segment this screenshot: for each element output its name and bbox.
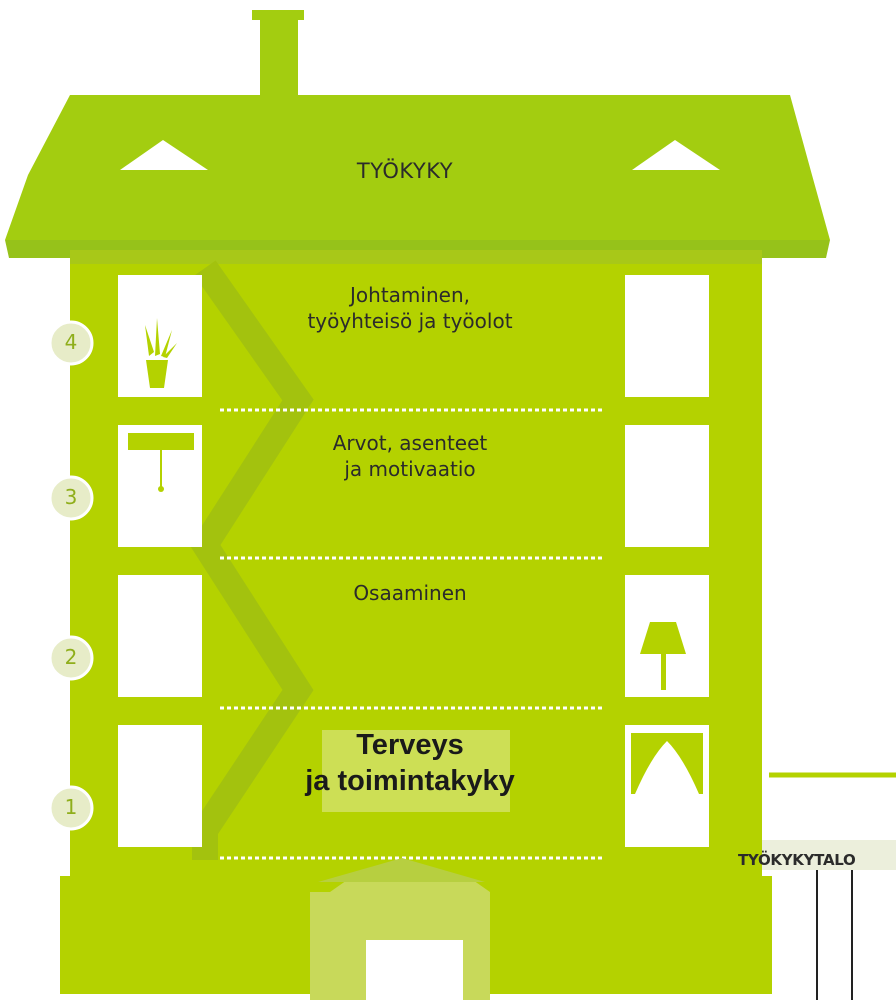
chimney-icon [252, 10, 304, 108]
floor-lamp-icon [640, 622, 686, 690]
plant-icon [145, 318, 177, 388]
floor-dividers [220, 408, 604, 860]
roof-title: TYÖKYKY [356, 159, 454, 183]
floor-number-1: 1 [64, 795, 78, 819]
floor-1-label: Terveys ja toimintakyky [250, 727, 570, 800]
floor-3-label-line: Arvot, asenteet [332, 431, 488, 455]
floor-1-label-line: Terveys [356, 729, 464, 761]
front-door [366, 940, 463, 1000]
floor-number-3: 3 [64, 485, 78, 509]
roof-window-icon [632, 140, 720, 170]
highlight-box [322, 730, 510, 812]
floor-2-label-line: Osaaminen [353, 581, 467, 605]
floor-4-label: Johtaminen, työyhteisö ja työolot [260, 282, 560, 334]
sign-label: TYÖKYKYTALO [738, 851, 856, 869]
floor-4-label-line: Johtaminen, [350, 283, 470, 307]
curtain-icon [631, 733, 703, 794]
floor-1-label-line: ja toimintakyky [305, 765, 515, 798]
floor-4-label-line: työyhteisö ja työolot [307, 309, 513, 333]
ceiling-lamp-icon [128, 433, 194, 492]
floor-3-label-line: ja motivaatio [344, 457, 476, 481]
entrance [310, 858, 490, 1000]
floor-number-4: 4 [64, 330, 78, 354]
sign-board [722, 840, 896, 870]
floor-number-circles [48, 320, 94, 831]
floor-number-2: 2 [64, 645, 78, 669]
floor-2-label: Osaaminen [260, 580, 560, 606]
floor-3-label: Arvot, asenteet ja motivaatio [260, 430, 560, 482]
signpost [722, 772, 896, 1000]
roof-window-icon [120, 140, 208, 170]
